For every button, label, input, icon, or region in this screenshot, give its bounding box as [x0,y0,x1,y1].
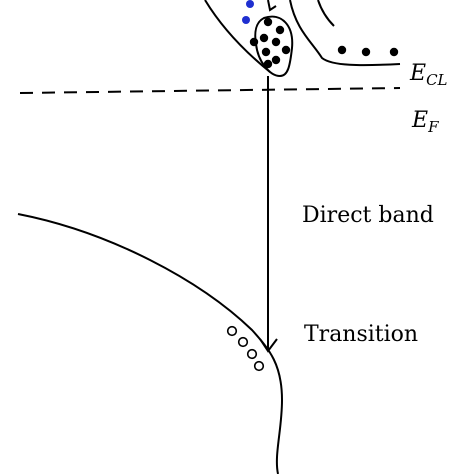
fermi-level-line [19,87,401,94]
electron [263,59,273,69]
conduction-level-label: ECL [409,61,448,89]
electron [261,47,271,57]
valence-holes [226,325,265,372]
fermi-level-label: EF [411,108,439,136]
band-tail-electrons [337,45,399,57]
electron [281,45,291,55]
conduction-band-left-wall [204,0,271,73]
electron [389,47,399,57]
electron [271,55,281,65]
electron [259,33,269,43]
electron [337,45,347,55]
band-valley-edge [317,0,335,27]
hole [237,336,249,348]
electron [361,47,371,57]
electron [271,37,281,47]
electron [246,0,254,8]
transition-label: Transition [304,322,418,347]
electron [242,16,250,24]
direct-band-label: Direct band [302,203,434,228]
hole [246,348,258,360]
hole [253,360,265,372]
band-notch [267,0,277,12]
electron [249,37,259,47]
valence-band-edge [17,213,284,474]
electron [275,25,285,35]
electron-pocket [254,15,294,78]
electron [263,17,273,27]
hole [226,325,238,337]
conduction-band-edge [289,0,401,67]
pocket-electrons [242,0,291,69]
